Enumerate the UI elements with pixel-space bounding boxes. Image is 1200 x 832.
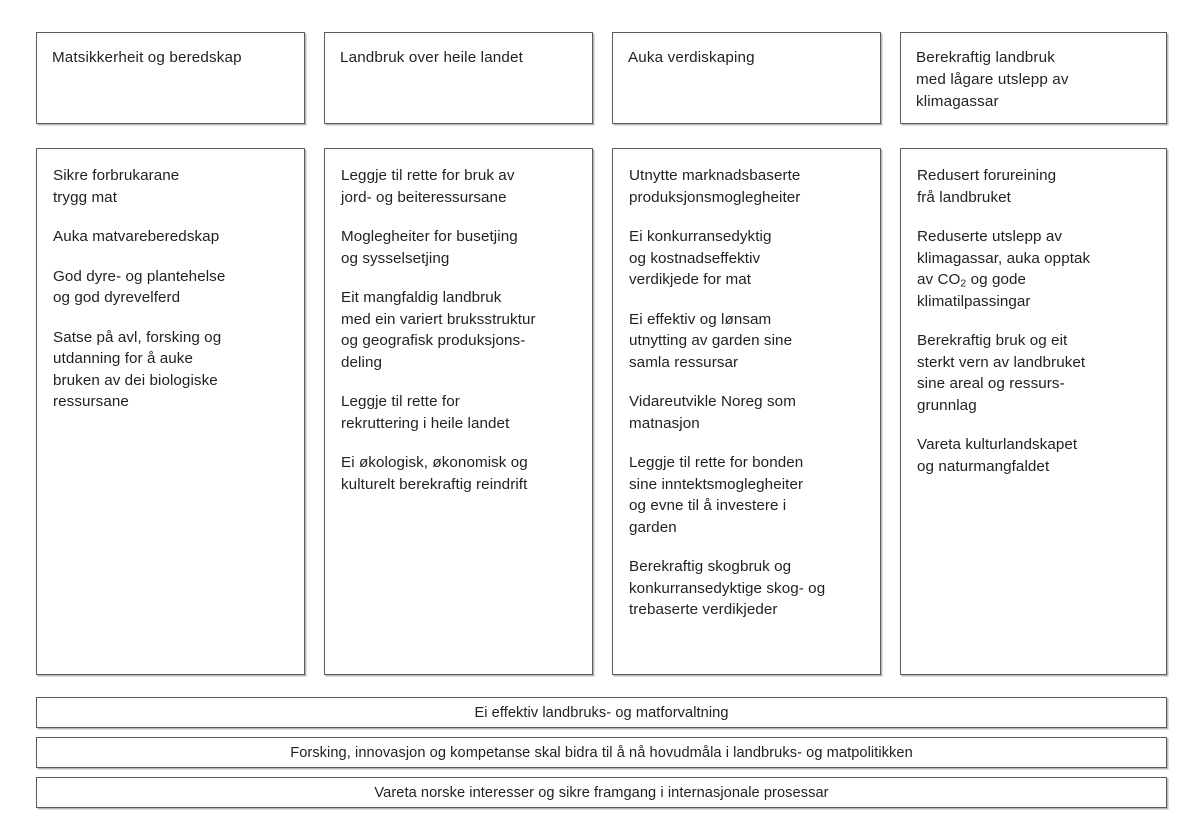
- goal-item: Leggje til rette for bruk av jord- og be…: [341, 167, 515, 206]
- column-4: Berekraftig landbruk med lågare utslepp …: [900, 32, 1167, 124]
- body-box-auka-verdiskaping: Utnytte marknadsbaserte produksjonsmogle…: [612, 148, 881, 675]
- goal-item: Redusert forureining frå landbruket: [917, 167, 1057, 206]
- goal-item: Leggje til rette for rekruttering i heil…: [341, 393, 510, 432]
- header-label-2: Landbruk over heile landet: [340, 49, 523, 66]
- goal-item: Berekraftig bruk og eit sterkt vern av l…: [917, 332, 1086, 414]
- goal-item: Leggje til rette for bonden sine inntekt…: [629, 454, 804, 536]
- goal-item: Ei effektiv og lønsam utnytting av garde…: [629, 310, 793, 371]
- column-2: Landbruk over heile landet: [324, 32, 593, 124]
- body-row: Sikre forbrukarane trygg mat Auka matvar…: [36, 148, 1167, 675]
- goal-item: Ei konkurransedyktig og kostnadseffektiv…: [629, 228, 772, 288]
- column-4-body: Redusert forureining frå landbruket Redu…: [900, 148, 1167, 675]
- policy-goals-diagram: Matsikkerheit og beredskap Landbruk over…: [36, 32, 1167, 808]
- bar-label: Forsking, innovasjon og kompetanse skal …: [290, 744, 913, 761]
- column-3: Auka verdiskaping: [612, 32, 881, 124]
- goal-item: Sikre forbrukarane trygg mat: [53, 167, 180, 206]
- header-label-1: Matsikkerheit og beredskap: [52, 49, 242, 66]
- goal-item: Utnytte marknadsbaserte produksjonsmogle…: [629, 167, 801, 206]
- bar-label: Vareta norske interesser og sikre framga…: [374, 784, 829, 801]
- header-box-landbruk-over-heile-landet: Landbruk over heile landet: [324, 32, 593, 124]
- co2-line4: klimatilpassingar: [917, 292, 1031, 310]
- column-2-body: Leggje til rette for bruk av jord- og be…: [324, 148, 593, 675]
- header-label-3: Auka verdiskaping: [628, 49, 755, 66]
- co2-line3-suffix: og gode: [966, 271, 1027, 288]
- bar-effektiv-forvaltning: Ei effektiv landbruks- og matforvaltning: [36, 697, 1167, 728]
- header-box-matsikkerheit: Matsikkerheit og beredskap: [36, 32, 305, 124]
- body-box-berekraftig-landbruk: Redusert forureining frå landbruket Redu…: [900, 148, 1167, 675]
- goal-item: Ei økologisk, økonomisk og kulturelt ber…: [341, 454, 528, 493]
- goal-list-4: Redusert forureining frå landbruket Redu…: [917, 165, 1152, 477]
- header-row: Matsikkerheit og beredskap Landbruk over…: [36, 32, 1167, 124]
- goal-item: Satse på avl, forsking og utdanning for …: [53, 328, 222, 411]
- goal-item: Moglegheiter for busetjing og sysselsetj…: [341, 228, 518, 267]
- co2-line1: Reduserte utslepp av: [917, 228, 1063, 245]
- goal-list-2: Leggje til rette for bruk av jord- og be…: [341, 165, 578, 495]
- goal-list-1: Sikre forbrukarane trygg mat Auka matvar…: [53, 165, 290, 413]
- co2-line3-prefix: av CO: [917, 271, 961, 288]
- goal-list-3: Utnytte marknadsbaserte produksjonsmogle…: [629, 165, 866, 621]
- goal-item: Auka matvareberedskap: [53, 228, 220, 245]
- column-1-body: Sikre forbrukarane trygg mat Auka matvar…: [36, 148, 305, 675]
- goal-item: Berekraftig skogbruk og konkurransedykti…: [629, 558, 826, 618]
- body-box-matsikkerheit: Sikre forbrukarane trygg mat Auka matvar…: [36, 148, 305, 675]
- column-1: Matsikkerheit og beredskap: [36, 32, 305, 124]
- header-box-auka-verdiskaping: Auka verdiskaping: [612, 32, 881, 124]
- bar-forsking-innovasjon: Forsking, innovasjon og kompetanse skal …: [36, 737, 1167, 768]
- header-box-berekraftig-landbruk: Berekraftig landbruk med lågare utslepp …: [900, 32, 1167, 124]
- bar-label: Ei effektiv landbruks- og matforvaltning: [474, 704, 729, 721]
- goal-item-co2: Reduserte utslepp av klimagassar, auka op…: [917, 226, 1152, 312]
- header-label-4: Berekraftig landbruk med lågare utslepp …: [916, 49, 1069, 110]
- body-box-landbruk-over-heile-landet: Leggje til rette for bruk av jord- og be…: [324, 148, 593, 675]
- bar-norske-interesser: Vareta norske interesser og sikre framga…: [36, 777, 1167, 808]
- goal-item: Eit mangfaldig landbruk med ein variert …: [341, 289, 536, 371]
- goal-item: Vareta kulturlandskapet og naturmangfald…: [917, 436, 1078, 475]
- column-3-body: Utnytte marknadsbaserte produksjonsmogle…: [612, 148, 881, 675]
- cross-cutting-bars: Ei effektiv landbruks- og matforvaltning…: [36, 697, 1167, 808]
- goal-item: Vidareutvikle Noreg som matnasjon: [629, 393, 796, 432]
- goal-item: God dyre- og plantehelse og god dyrevelf…: [53, 267, 226, 307]
- co2-subscript: 2: [960, 277, 967, 290]
- co2-line2: klimagassar, auka opptak: [917, 249, 1091, 267]
